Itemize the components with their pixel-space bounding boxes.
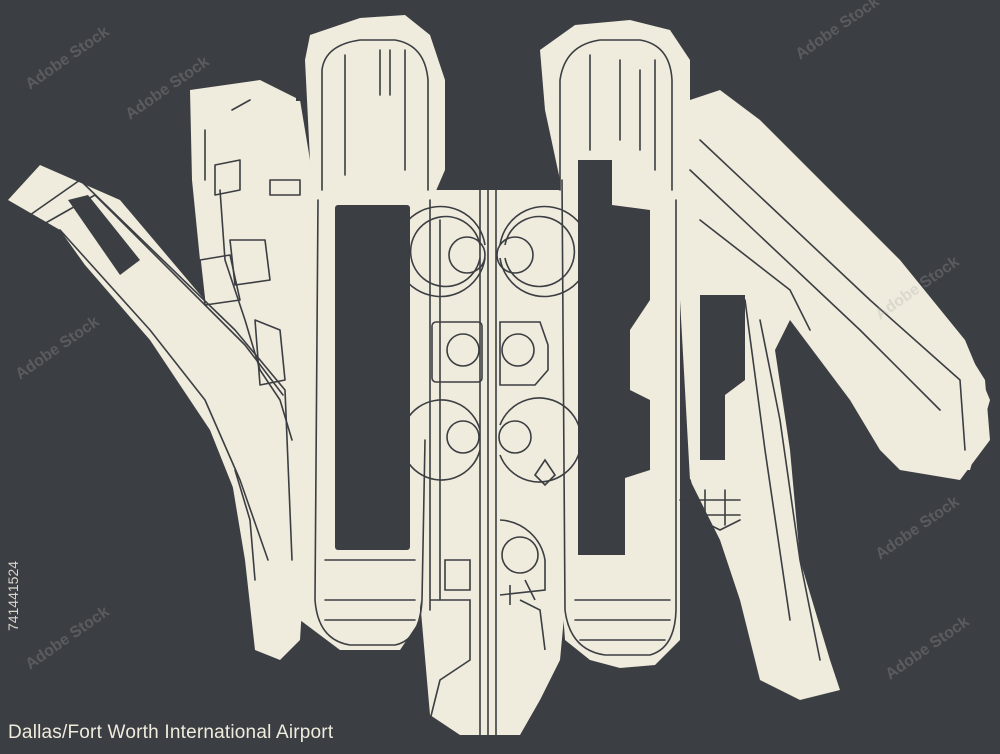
map-title: Dallas/Fort Worth International Airport bbox=[8, 722, 334, 743]
stock-id: 741441524 bbox=[5, 560, 21, 632]
road-network bbox=[29, 39, 966, 736]
west-building bbox=[296, 86, 305, 101]
terminals bbox=[394, 205, 591, 721]
airport-land bbox=[8, 15, 990, 735]
runway-interiors bbox=[68, 160, 745, 555]
